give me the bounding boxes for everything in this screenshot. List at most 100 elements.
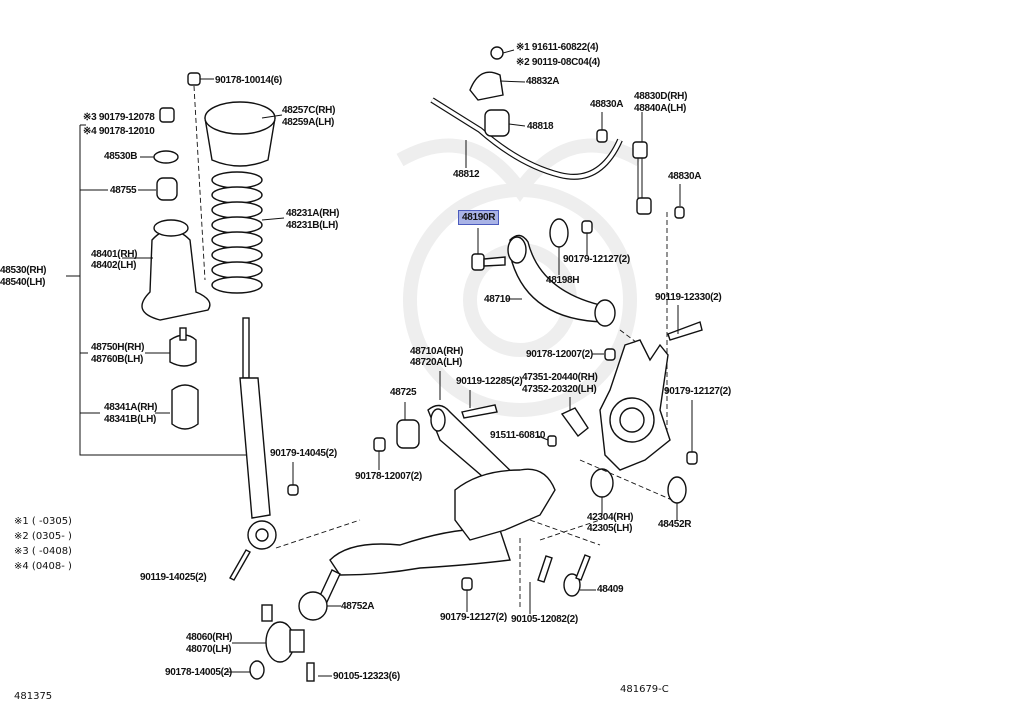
part-label[interactable]: 48409: [597, 584, 624, 595]
shock-absorber-icon: [239, 317, 277, 550]
part-label[interactable]: 90178-12007(2): [526, 349, 593, 360]
part-label[interactable]: 90178-12007(2): [355, 471, 422, 482]
part-label[interactable]: 42304(RH): [587, 512, 634, 523]
suspension-member-icon: [454, 468, 556, 541]
part-label[interactable]: ※1 91611-60822(4): [516, 42, 599, 53]
part-label[interactable]: 48830D(RH): [634, 91, 688, 102]
lower-arm-icon: [329, 528, 511, 576]
legend-note-3: ※3 ( -0408): [14, 546, 72, 557]
part-label[interactable]: 90179-14045(2): [270, 448, 337, 459]
boot-top-icon: [153, 219, 189, 237]
bound-stopper-icon: [171, 384, 199, 430]
part-label[interactable]: 48401(RH): [91, 249, 138, 260]
nut-icon: [461, 577, 473, 591]
part-label[interactable]: 48530B: [104, 151, 138, 162]
bushing-icon: [396, 419, 420, 449]
part-label[interactable]: 48710A(RH): [410, 346, 464, 357]
part-label[interactable]: 42305(LH): [587, 523, 633, 534]
adjusting-bolt-icon: [471, 228, 506, 271]
nut-icon: [249, 660, 265, 680]
bracket-icon: [560, 407, 589, 438]
bolt-icon: [667, 321, 703, 341]
seat-icon: [153, 150, 179, 164]
cam-plate-icon: [298, 591, 328, 621]
part-label[interactable]: 48750H(RH): [91, 342, 145, 353]
part-label[interactable]: 48231B(LH): [286, 220, 339, 231]
nut-icon: [373, 437, 386, 452]
part-label[interactable]: 48710: [484, 294, 511, 305]
highlighted-part-label[interactable]: 48190R: [457, 210, 500, 225]
bolt-icon: [547, 435, 557, 447]
nut-icon: [596, 129, 608, 143]
part-label[interactable]: 90119-12330(2): [655, 292, 722, 303]
part-label[interactable]: 90105-12323(6): [333, 671, 400, 682]
part-label[interactable]: 48341A(RH): [104, 402, 158, 413]
nut-icon: [604, 348, 616, 361]
part-label[interactable]: 48257C(RH): [282, 105, 336, 116]
part-label[interactable]: 48341B(LH): [104, 414, 157, 425]
part-label[interactable]: 90105-12082(2): [511, 614, 578, 625]
nut-icon: [187, 72, 201, 86]
stabilizer-bar-fill: [431, 98, 622, 179]
part-label[interactable]: 90178-14005(2): [165, 667, 232, 678]
part-label[interactable]: 90119-12285(2): [456, 376, 523, 387]
diagram-id-left: 481375: [14, 691, 53, 702]
part-label[interactable]: 48720A(LH): [410, 357, 463, 368]
part-label[interactable]: 91511-60810: [490, 430, 546, 441]
part-label[interactable]: 48402(LH): [91, 260, 137, 271]
part-label[interactable]: 48070(LH): [186, 644, 232, 655]
stabilizer-bar-icon: [430, 97, 623, 180]
bolt-icon: [461, 404, 498, 419]
bump-stop-stud-icon: [179, 327, 187, 341]
differential-mount-icon: [261, 604, 305, 663]
part-label[interactable]: 48259A(LH): [282, 117, 335, 128]
washer-icon: [549, 218, 569, 248]
part-label[interactable]: 90179-12127(2): [664, 386, 731, 397]
part-label[interactable]: ※2 90119-08C04(4): [516, 57, 600, 68]
coil-spring-icon: [211, 171, 263, 294]
part-label[interactable]: ※4 90178-12010: [83, 126, 155, 137]
diagram-id-right: 481679-C: [620, 684, 669, 695]
part-label[interactable]: 48760B(LH): [91, 354, 144, 365]
legend-note-4: ※4 (0408- ): [14, 561, 72, 572]
part-label[interactable]: 47352-20320(LH): [522, 384, 597, 395]
rear-axle-carrier-icon: [590, 339, 671, 498]
bolt-icon: [229, 549, 251, 581]
part-label[interactable]: 48752A: [341, 601, 375, 612]
part-label[interactable]: 48231A(RH): [286, 208, 340, 219]
part-label[interactable]: ※3 90179-12078: [83, 112, 155, 123]
part-label[interactable]: 48530(RH): [0, 265, 47, 276]
part-label[interactable]: 48832A: [526, 76, 560, 87]
part-label[interactable]: 48540(LH): [0, 277, 46, 288]
part-label[interactable]: 47351-20440(RH): [522, 372, 598, 383]
nut-icon: [287, 484, 299, 496]
part-label[interactable]: 90178-10014(6): [215, 75, 282, 86]
part-label[interactable]: 48755: [110, 185, 137, 196]
nut-icon: [674, 206, 685, 219]
upper-arm-icon: [507, 234, 616, 327]
stabilizer-bushing-icon: [484, 109, 510, 137]
part-label[interactable]: 48812: [453, 169, 480, 180]
stabilizer-bracket-icon: [469, 46, 526, 101]
part-label[interactable]: 48830A: [668, 171, 702, 182]
assembly-bracket: [66, 124, 246, 456]
part-label[interactable]: 48725: [390, 387, 417, 398]
nut-icon: [159, 107, 175, 123]
part-label[interactable]: 48840A(LH): [634, 103, 687, 114]
bolt-icon: [537, 555, 553, 583]
part-label[interactable]: 90179-12127(2): [563, 254, 630, 265]
legend-note-2: ※2 (0305- ): [14, 531, 72, 542]
bushing-icon: [156, 177, 178, 201]
part-label[interactable]: 48060(RH): [186, 632, 233, 643]
part-label[interactable]: 48452R: [658, 519, 692, 530]
part-label[interactable]: 90119-14025(2): [140, 572, 207, 583]
cam-bolt-icon: [563, 554, 596, 597]
part-label[interactable]: 48830A: [590, 99, 624, 110]
bolt-icon: [306, 662, 315, 682]
part-label[interactable]: 48198H: [546, 275, 580, 286]
part-label[interactable]: 48818: [527, 121, 554, 132]
stabilizer-link-icon: [632, 112, 652, 215]
part-label[interactable]: 90179-12127(2): [440, 612, 507, 623]
